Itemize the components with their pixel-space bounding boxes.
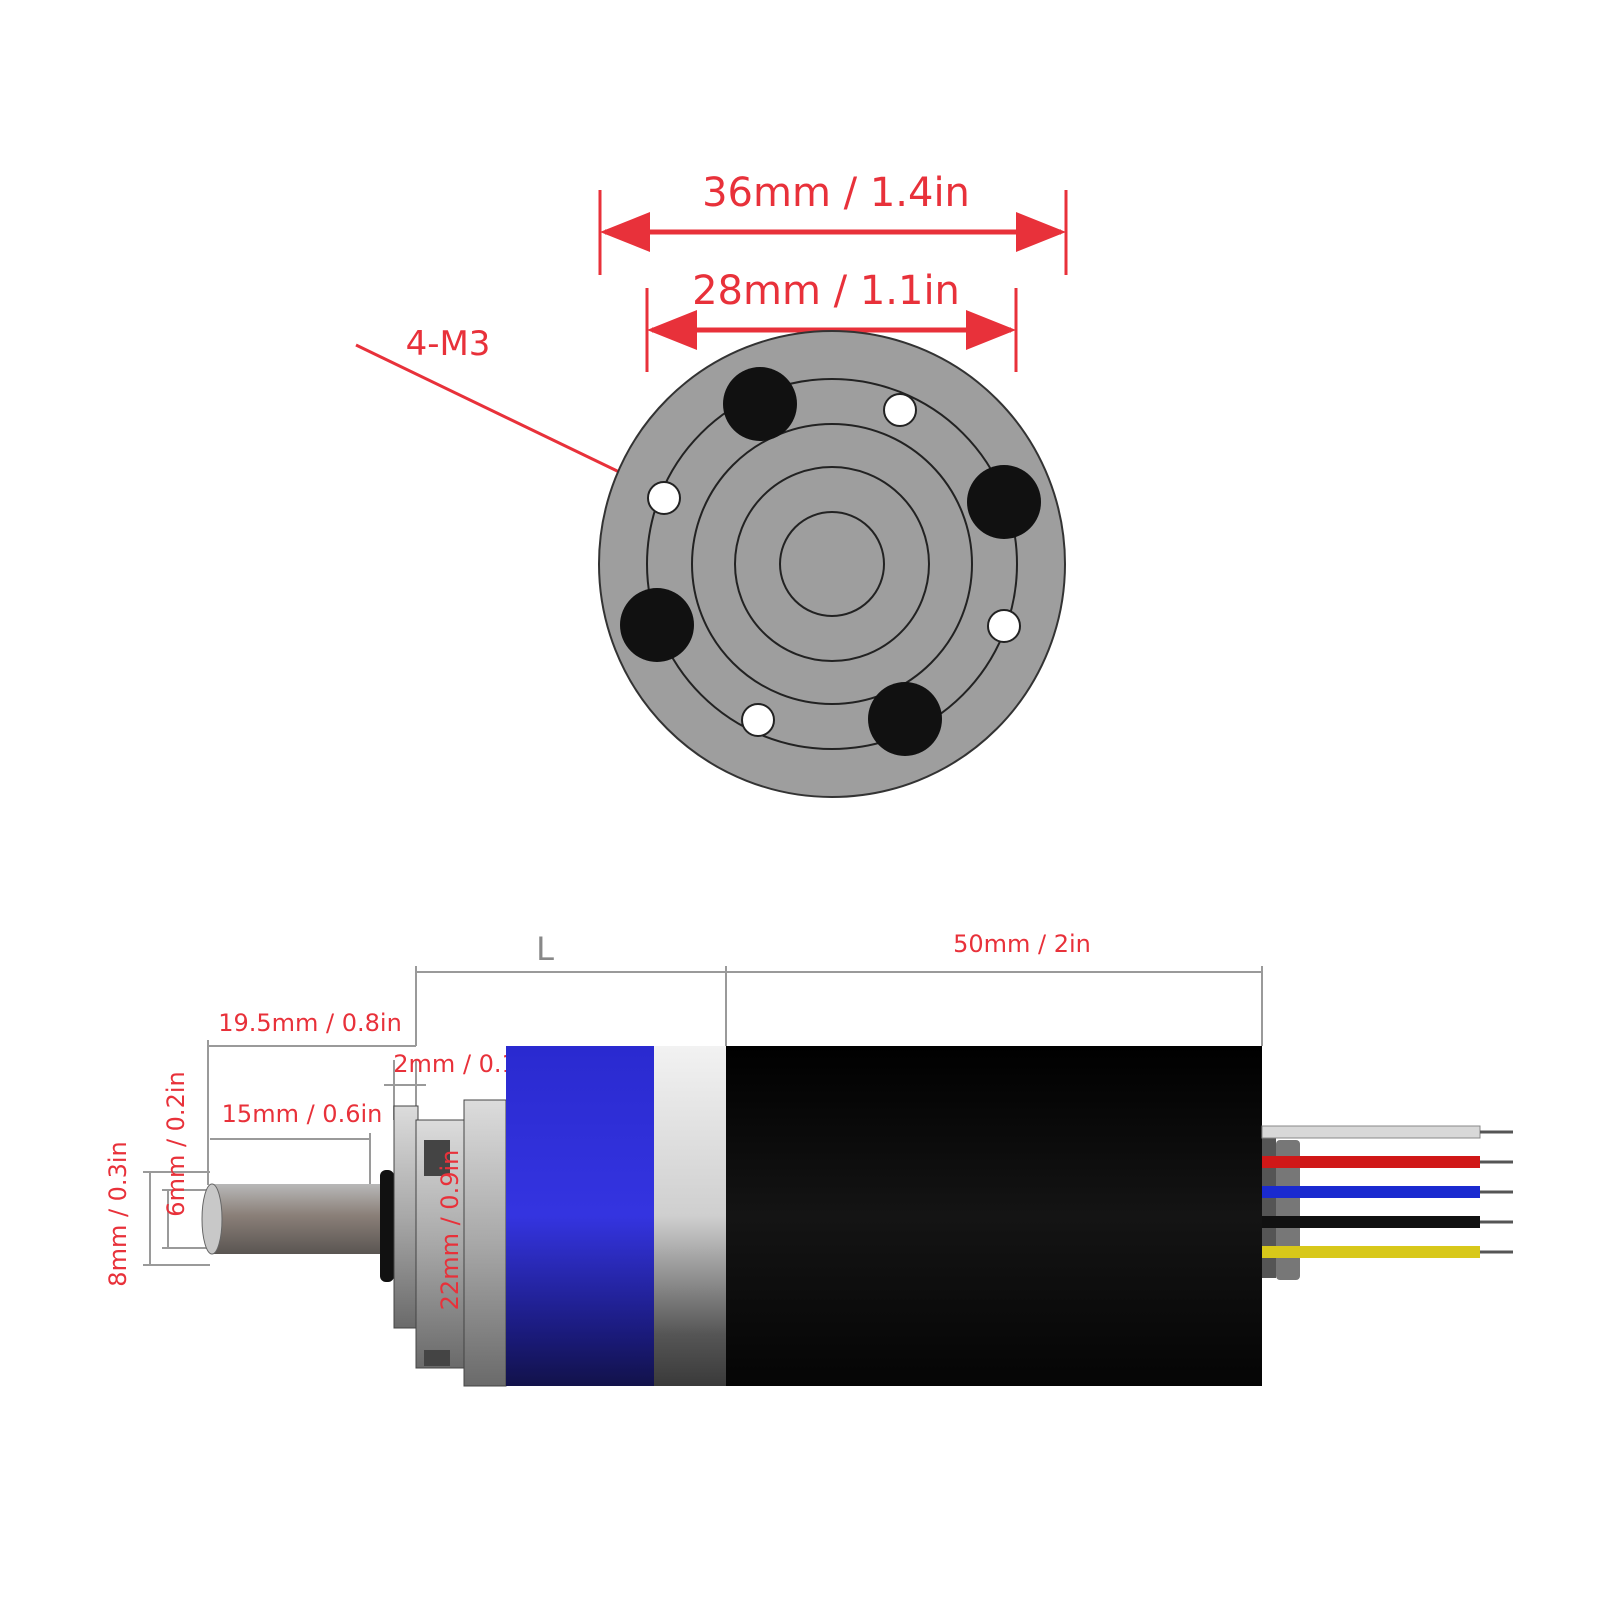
- pilot-diameter-label: 22mm / 0.9in: [436, 1150, 464, 1311]
- motor-body: [726, 1046, 1262, 1386]
- shaft-length-label: 19.5mm / 0.8in: [218, 1009, 402, 1037]
- planet-gear-1: [723, 367, 797, 441]
- shaft-diameter-label: 8mm / 0.3in: [104, 1141, 132, 1286]
- outer-diameter-label: 36mm / 1.4in: [702, 170, 970, 216]
- bolt-circle: [646, 378, 1018, 750]
- end-view: 36mm / 1.4in 28mm / 1.1in 4-M3: [355, 170, 1068, 798]
- gearbox-face: [598, 330, 1066, 798]
- m3-hole-3: [987, 609, 1021, 643]
- shaft-length-dimension: [207, 1040, 416, 1185]
- gearbox-blue-ring: [506, 1046, 654, 1386]
- hole-callout: 4-M3: [355, 324, 665, 496]
- length-dimensions: [415, 966, 1263, 1046]
- m3-hole-2: [647, 481, 681, 515]
- gearbox-housing: [463, 1046, 726, 1387]
- motor-length-label: 50mm / 2in: [953, 930, 1091, 958]
- planet-gear-2: [967, 465, 1041, 539]
- output-shaft: [201, 1170, 394, 1282]
- gearbox-length-label: L: [536, 930, 554, 968]
- lead-wires: [1261, 1125, 1513, 1258]
- wire-black: [1262, 1216, 1513, 1228]
- hole-callout-label: 4-M3: [406, 324, 491, 364]
- shaft-diameter-dimension: [143, 1171, 210, 1266]
- bolt-circle-label: 28mm / 1.1in: [692, 268, 960, 314]
- wire-yellow: [1262, 1246, 1513, 1258]
- planet-gear-3: [620, 588, 694, 662]
- shaft-flat-label: 15mm / 0.6in: [222, 1100, 383, 1128]
- wire-white: [1261, 1125, 1513, 1139]
- gearbox-silver-ring: [654, 1046, 726, 1386]
- front-flange: [393, 1105, 465, 1369]
- m3-hole-1: [883, 393, 917, 427]
- shaft-flat-dimension: [210, 1133, 371, 1185]
- side-view: L 50mm / 2in 19.5mm / 0.8in 2mm / 0.1in …: [104, 930, 1513, 1387]
- shaft-collar: [380, 1170, 394, 1282]
- bolt-circle-dimension: 28mm / 1.1in: [645, 268, 1018, 372]
- outer-diameter-dimension: 36mm / 1.4in: [598, 170, 1068, 275]
- output-hub: [779, 511, 885, 617]
- m3-hole-4: [741, 703, 775, 737]
- shaft-flat-width-label: 6mm / 0.2in: [162, 1071, 190, 1216]
- planet-gear-4: [868, 682, 942, 756]
- wire-blue: [1262, 1186, 1513, 1198]
- wire-red: [1262, 1156, 1513, 1168]
